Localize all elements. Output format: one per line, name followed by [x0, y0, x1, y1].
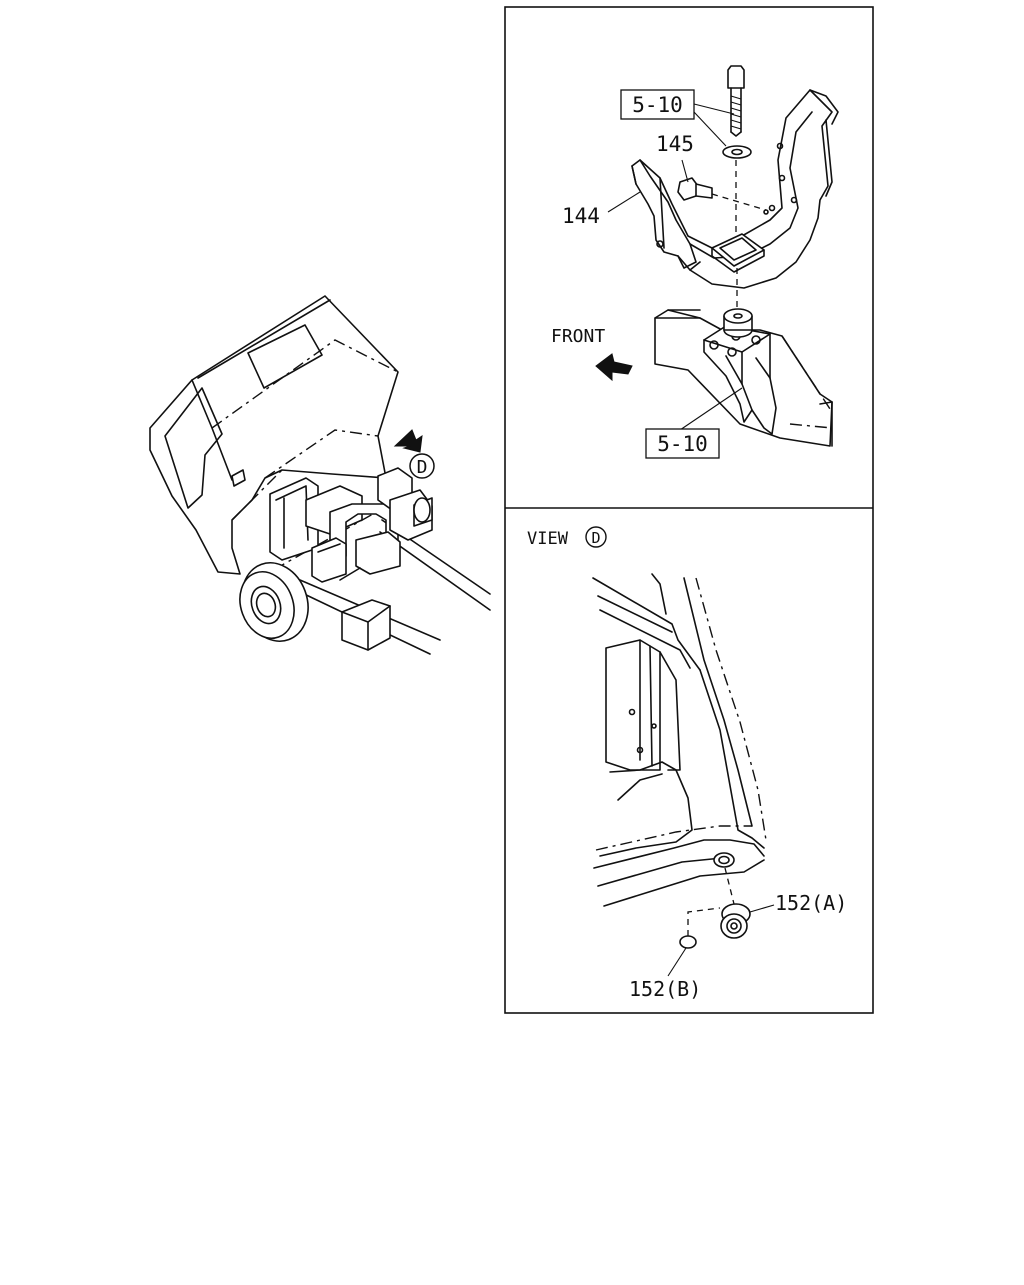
floor-view-illustration	[592, 573, 767, 949]
view-marker: D	[409, 453, 435, 479]
front-arrow-icon	[595, 353, 633, 382]
part-label-144: 144	[562, 204, 600, 228]
ref-box-5-10-top: 5-10	[620, 89, 695, 120]
bottom-leader-lines	[667, 904, 775, 977]
front-label: FRONT	[551, 326, 605, 347]
view-marker-letter: D	[417, 457, 428, 478]
part-label-152a: 152(A)	[775, 891, 847, 915]
ref-label-5-10-top: 5-10	[632, 93, 683, 117]
ref-box-5-10-bottom: 5-10	[645, 428, 720, 459]
detail-panel-frame	[504, 6, 874, 1014]
view-title-circle: D	[585, 526, 607, 548]
view-title-letter: D	[591, 529, 600, 547]
top-leader-lines	[607, 103, 743, 431]
part-label-145: 145	[656, 132, 694, 156]
view-direction-arrow-icon	[393, 429, 423, 453]
truck-overview-illustration	[149, 295, 491, 655]
ref-label-5-10-bottom: 5-10	[657, 432, 708, 456]
cab-mount-illustration	[631, 65, 839, 447]
part-label-152b: 152(B)	[629, 977, 701, 1001]
view-title: VIEW	[527, 529, 569, 549]
